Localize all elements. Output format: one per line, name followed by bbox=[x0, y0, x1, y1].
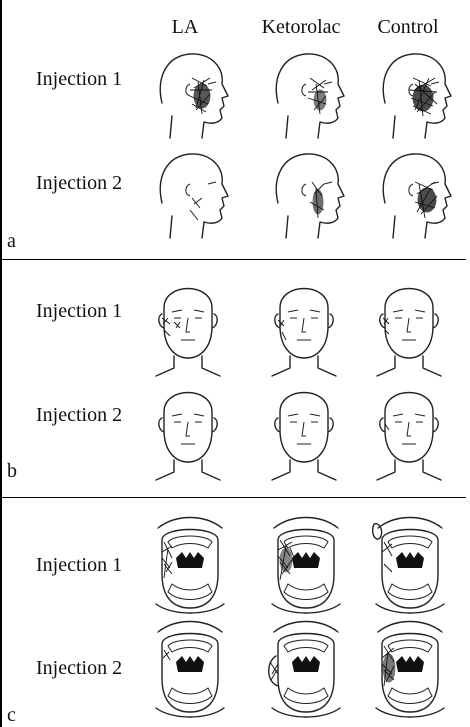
panel-a-ketorolac-injection-1-lateral-head-icon bbox=[268, 48, 348, 140]
panel-b-control-injection-2-frontal-face-icon bbox=[375, 378, 443, 482]
panel-b-la-injection-1-frontal-face-icon bbox=[154, 274, 222, 378]
panel-a-letter: a bbox=[7, 230, 16, 253]
panel-c-row-label-injection-1: Injection 1 bbox=[36, 554, 122, 577]
column-header-ketorolac: Ketorolac bbox=[241, 16, 361, 39]
panel-separator-b-c bbox=[0, 497, 466, 498]
figure-left-border bbox=[0, 0, 2, 727]
panel-separator-a-b bbox=[0, 259, 466, 260]
panel-a-la-injection-2-lateral-head-icon bbox=[152, 148, 232, 240]
panel-c-control-injection-2-intraoral-icon bbox=[372, 616, 448, 722]
panel-c-la-injection-2-intraoral-icon bbox=[152, 616, 228, 722]
panel-b-letter: b bbox=[7, 460, 17, 483]
panel-c-row-label-injection-2: Injection 2 bbox=[36, 657, 122, 680]
column-header-control: Control bbox=[348, 16, 468, 39]
panel-b-ketorolac-injection-1-frontal-face-icon bbox=[270, 274, 338, 378]
panel-a-row-label-injection-1: Injection 1 bbox=[36, 68, 122, 91]
panel-c-ketorolac-injection-2-intraoral-icon bbox=[268, 616, 344, 722]
panel-b-row-label-injection-1: Injection 1 bbox=[36, 300, 122, 323]
panel-a-control-injection-2-lateral-head-icon bbox=[375, 148, 455, 240]
column-header-la: LA bbox=[125, 16, 245, 39]
panel-c-ketorolac-injection-1-intraoral-icon bbox=[268, 512, 344, 618]
panel-b-ketorolac-injection-2-frontal-face-icon bbox=[270, 378, 338, 482]
panel-c-control-injection-1-intraoral-icon bbox=[372, 512, 448, 618]
panel-b-control-injection-1-frontal-face-icon bbox=[375, 274, 443, 378]
panel-b-row-label-injection-2: Injection 2 bbox=[36, 404, 122, 427]
panel-b-la-injection-2-frontal-face-icon bbox=[154, 378, 222, 482]
panel-c-letter: c bbox=[7, 704, 16, 727]
panel-a-la-injection-1-lateral-head-icon bbox=[152, 48, 232, 140]
panel-c-la-injection-1-intraoral-icon bbox=[152, 512, 228, 618]
panel-a-control-injection-1-lateral-head-icon bbox=[375, 48, 455, 140]
panel-a-ketorolac-injection-2-lateral-head-icon bbox=[268, 148, 348, 240]
panel-a-row-label-injection-2: Injection 2 bbox=[36, 172, 122, 195]
